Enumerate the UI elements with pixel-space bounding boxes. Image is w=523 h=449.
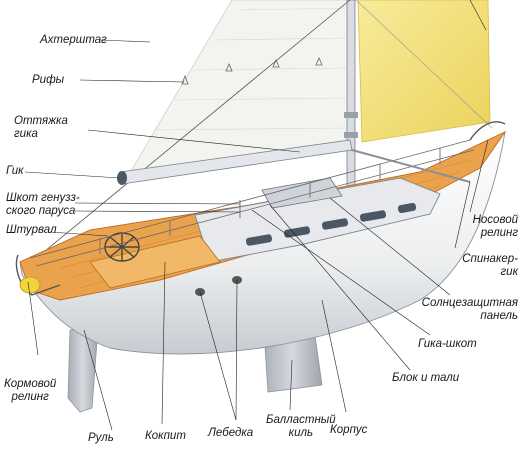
- mast-fitting: [344, 112, 358, 118]
- forestay: [355, 0, 493, 129]
- stern-rail: [15, 254, 61, 296]
- label-winch: Лебедка: [208, 427, 254, 439]
- label-cockpit: Кокпит: [145, 430, 186, 442]
- bow-rail: [469, 121, 506, 141]
- mainsail-seams: [154, 7, 350, 131]
- label-hull: Корпус: [330, 424, 368, 436]
- label-reefs: Рифы: [32, 74, 65, 86]
- leader-lines: [24, 0, 489, 431]
- life-ring: [19, 276, 41, 294]
- jib-sail: [357, 0, 491, 143]
- steering-wheel: [104, 232, 140, 262]
- reef-points: [181, 56, 323, 85]
- mast: [346, 0, 356, 191]
- label-main-sheet: Гика-шкот: [418, 338, 477, 350]
- stanchions: [99, 148, 441, 254]
- cockpit-area: [89, 235, 221, 289]
- mast-fitting: [344, 132, 358, 138]
- label-rudder: Руль: [88, 432, 114, 444]
- spinnaker-boom: [351, 149, 471, 183]
- label-block-tackle: Блок и тали: [392, 372, 460, 384]
- boom-end: [117, 171, 127, 185]
- label-boom: Гик: [6, 165, 24, 177]
- label-wheel: Штурвал: [6, 224, 57, 236]
- label-backstay: Ахтерштаг: [40, 34, 107, 46]
- label-genoa-sheet: Шкот генузз-ского паруса: [6, 192, 80, 217]
- lifelines: [29, 139, 475, 267]
- label-spinnaker-boom: Спинакер-гик: [462, 253, 518, 278]
- backstay: [27, 0, 351, 266]
